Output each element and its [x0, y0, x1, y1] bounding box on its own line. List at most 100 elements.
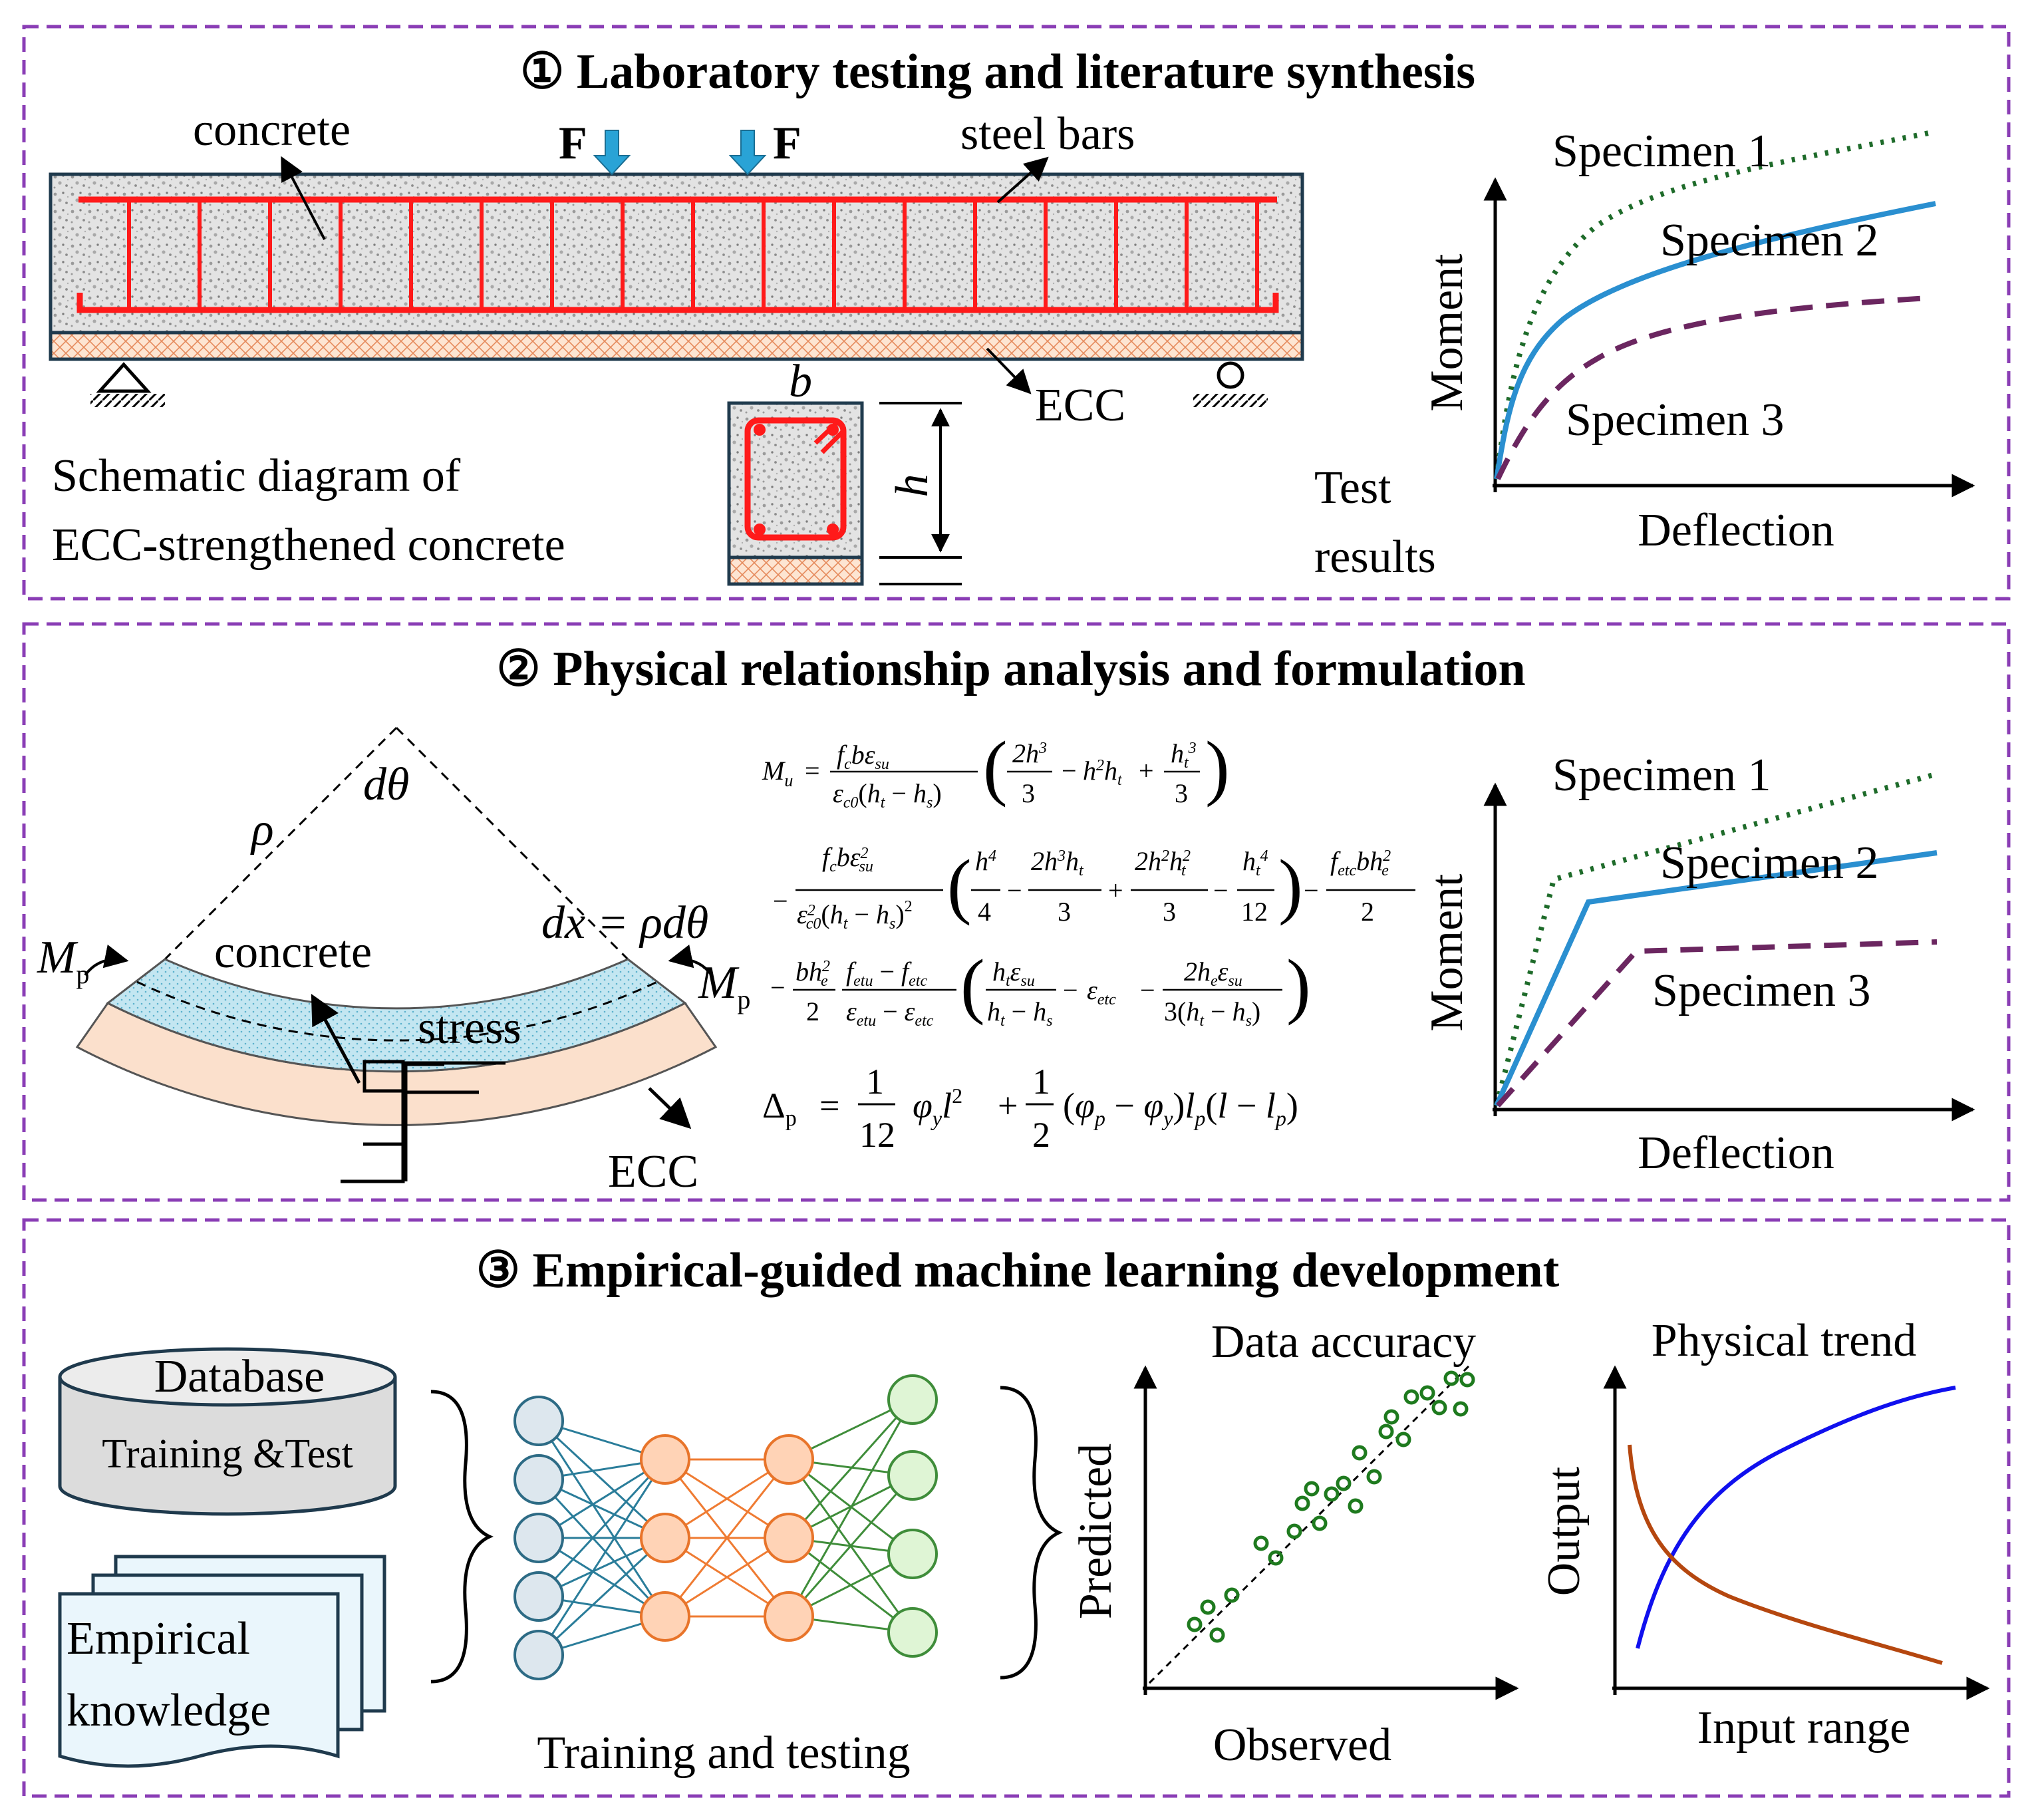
nn-connection: [664, 1459, 790, 1617]
trend-xlabel: Input range: [1697, 1702, 1911, 1753]
nn-node: [640, 1591, 690, 1642]
nn-connection: [788, 1475, 914, 1617]
svg-text:−: −: [1213, 875, 1229, 905]
svg-text:=: =: [805, 756, 820, 786]
svg-text:+: +: [1139, 756, 1154, 786]
nn-node: [513, 1454, 564, 1505]
scatter-point: [1187, 1616, 1203, 1632]
test-results-line2: results: [1314, 531, 1436, 583]
chart2-specimen3-label: Specimen 3: [1652, 965, 1871, 1016]
steel-bars-leader: [996, 156, 1049, 204]
chart2-xlabel: Deflection: [1638, 1128, 1834, 1179]
scatter-point: [1209, 1627, 1225, 1643]
section-2-frame: [22, 622, 2011, 1202]
nn-node: [764, 1434, 814, 1485]
nn-node: [513, 1396, 564, 1446]
deflection-equation: Δp = 1 12 φyl2 + 1 2 (φp − φy)lp(l − lp): [762, 1062, 1298, 1155]
bilinear-model-chart: Specimen 1 Specimen 2 Specimen 3 Deflect…: [1421, 750, 1975, 1179]
svg-text:ht4: ht4: [1242, 846, 1268, 879]
section-3-frame: [22, 1218, 2011, 1798]
scatter-point: [1459, 1372, 1475, 1388]
svg-text:3: 3: [1022, 778, 1035, 808]
nn-connection: [537, 1420, 666, 1539]
svg-text:=: =: [819, 1086, 839, 1126]
scatter-point: [1378, 1424, 1394, 1440]
height-h-label: h: [887, 474, 938, 498]
beam-schematic: [49, 172, 1304, 361]
pin-support: [90, 362, 165, 407]
nn-node: [513, 1513, 564, 1563]
svg-text:1: 1: [1032, 1062, 1050, 1102]
svg-text:ht − hs: ht − hs: [987, 996, 1053, 1030]
chart1-specimen3-curve: [1495, 295, 1930, 480]
svg-text:−: −: [1007, 875, 1022, 905]
nn-node: [513, 1571, 564, 1622]
scatter-point: [1312, 1515, 1328, 1531]
svg-text:(φp − φy)lp(l − lp): (φp − φy)lp(l − lp): [1063, 1086, 1298, 1130]
trend-chart: Physical trend Input range Output: [1538, 1315, 1990, 1753]
nn-caption: Training and testing: [537, 1728, 910, 1779]
scatter-point: [1224, 1587, 1240, 1603]
stress-block: [341, 1060, 506, 1183]
curved-ecc-label: ECC: [608, 1146, 698, 1197]
svg-text:εc0(ht − hs): εc0(ht − hs): [833, 778, 942, 812]
svg-text:3: 3: [1175, 778, 1188, 808]
concrete-leader: [281, 156, 326, 240]
svg-text:2: 2: [1361, 897, 1374, 927]
scatter-point: [1395, 1432, 1411, 1447]
scatter-point: [1383, 1409, 1399, 1425]
svg-text:h4: h4: [975, 846, 996, 876]
chart2-ylabel: Moment: [1421, 873, 1473, 1032]
concrete-label: concrete: [193, 104, 351, 156]
curved-beam-diagram: [75, 726, 718, 1183]
nn-connection: [788, 1399, 914, 1539]
database-label: Database: [154, 1351, 325, 1402]
schematic-caption-line2: ECC-strengthened concrete: [52, 520, 565, 571]
nn-node: [887, 1607, 938, 1658]
svg-text:htεsu: htεsu: [992, 957, 1035, 990]
accuracy-chart: Data accuracy Observed Predicted: [1070, 1316, 1519, 1771]
scatter-point: [1268, 1550, 1284, 1566]
force-label-left: F: [559, 118, 587, 169]
svg-text:(: (: [947, 845, 972, 926]
chart2-specimen2-line: [1494, 850, 1938, 1107]
nn-node: [887, 1450, 938, 1501]
nn-connection: [788, 1399, 914, 1617]
mp-left-label: Mp: [37, 932, 89, 989]
nn-node: [887, 1374, 938, 1425]
nn-connection: [537, 1537, 666, 1656]
svg-text:2: 2: [806, 996, 819, 1026]
trend-title: Physical trend: [1652, 1315, 1917, 1366]
svg-text:ht3: ht3: [1171, 738, 1197, 772]
section-1-title: ① Laboratory testing and literature synt…: [520, 45, 1475, 99]
moment-equation: Mu = fcbεsu εc0(ht − hs) ( 2h3 3 − h2ht …: [762, 726, 1415, 1030]
svg-text:−: −: [770, 973, 786, 1002]
scatter-point: [1443, 1370, 1459, 1386]
svg-text:φyl2: φyl2: [913, 1084, 962, 1130]
accuracy-xlabel: Observed: [1213, 1720, 1391, 1771]
svg-text:−: −: [1062, 756, 1077, 786]
section-3-title: ③ Empirical-guided machine learning deve…: [476, 1243, 1560, 1298]
svg-text:εetc: εetc: [1087, 975, 1116, 1008]
chart1-xlabel: Deflection: [1638, 505, 1834, 556]
curved-concrete-label: concrete: [214, 927, 372, 978]
width-b-label: b: [789, 356, 812, 407]
chart2-specimen1-label: Specimen 1: [1552, 750, 1771, 801]
svg-text:2h3ht: 2h3ht: [1031, 846, 1084, 879]
nn-node: [887, 1529, 938, 1579]
training-test-label: Training &Test: [102, 1432, 353, 1477]
test-results-line1: Test: [1314, 462, 1391, 514]
svg-text:12: 12: [1241, 897, 1268, 927]
svg-text:+: +: [998, 1086, 1018, 1126]
scatter-point: [1419, 1385, 1435, 1401]
svg-text:−: −: [773, 886, 788, 916]
svg-text:2h3: 2h3: [1012, 738, 1047, 768]
svg-text:Δp: Δp: [762, 1086, 797, 1131]
stress-label: stress: [418, 1002, 521, 1054]
neural-network: [513, 1374, 938, 1680]
nn-connection: [537, 1420, 666, 1617]
svg-text:3: 3: [1058, 897, 1071, 927]
trend-increasing-curve: [1636, 1386, 1956, 1649]
